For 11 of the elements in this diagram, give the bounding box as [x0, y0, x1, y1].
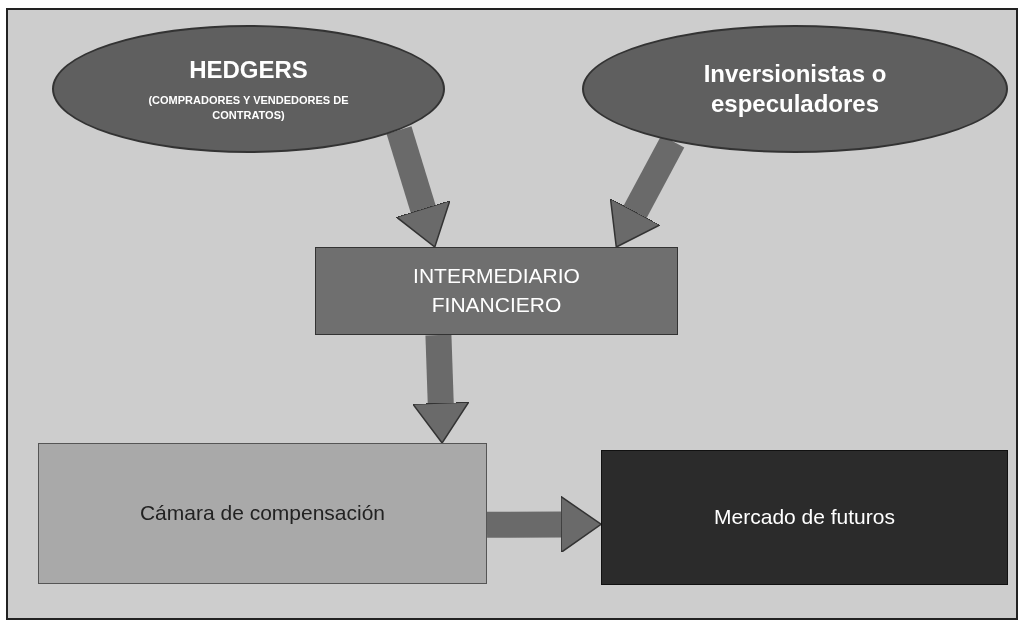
- node-title: HEDGERS: [189, 54, 308, 85]
- node-title: Inversionistas o especuladores: [702, 59, 888, 119]
- process-box: [38, 443, 487, 584]
- node-title: Mercado de futuros: [714, 504, 895, 531]
- node-subtitle: (COMPRADORES Y VENDEDORES DE CONTRATOS): [147, 92, 350, 123]
- block-arrow: [486, 495, 602, 554]
- block-arrow: [412, 334, 470, 444]
- node-title: Cámara de compensación: [139, 500, 386, 527]
- process-box: [315, 247, 678, 335]
- process-box: [601, 450, 1008, 585]
- node-title: INTERMEDIARIO FINANCIERO: [412, 263, 581, 318]
